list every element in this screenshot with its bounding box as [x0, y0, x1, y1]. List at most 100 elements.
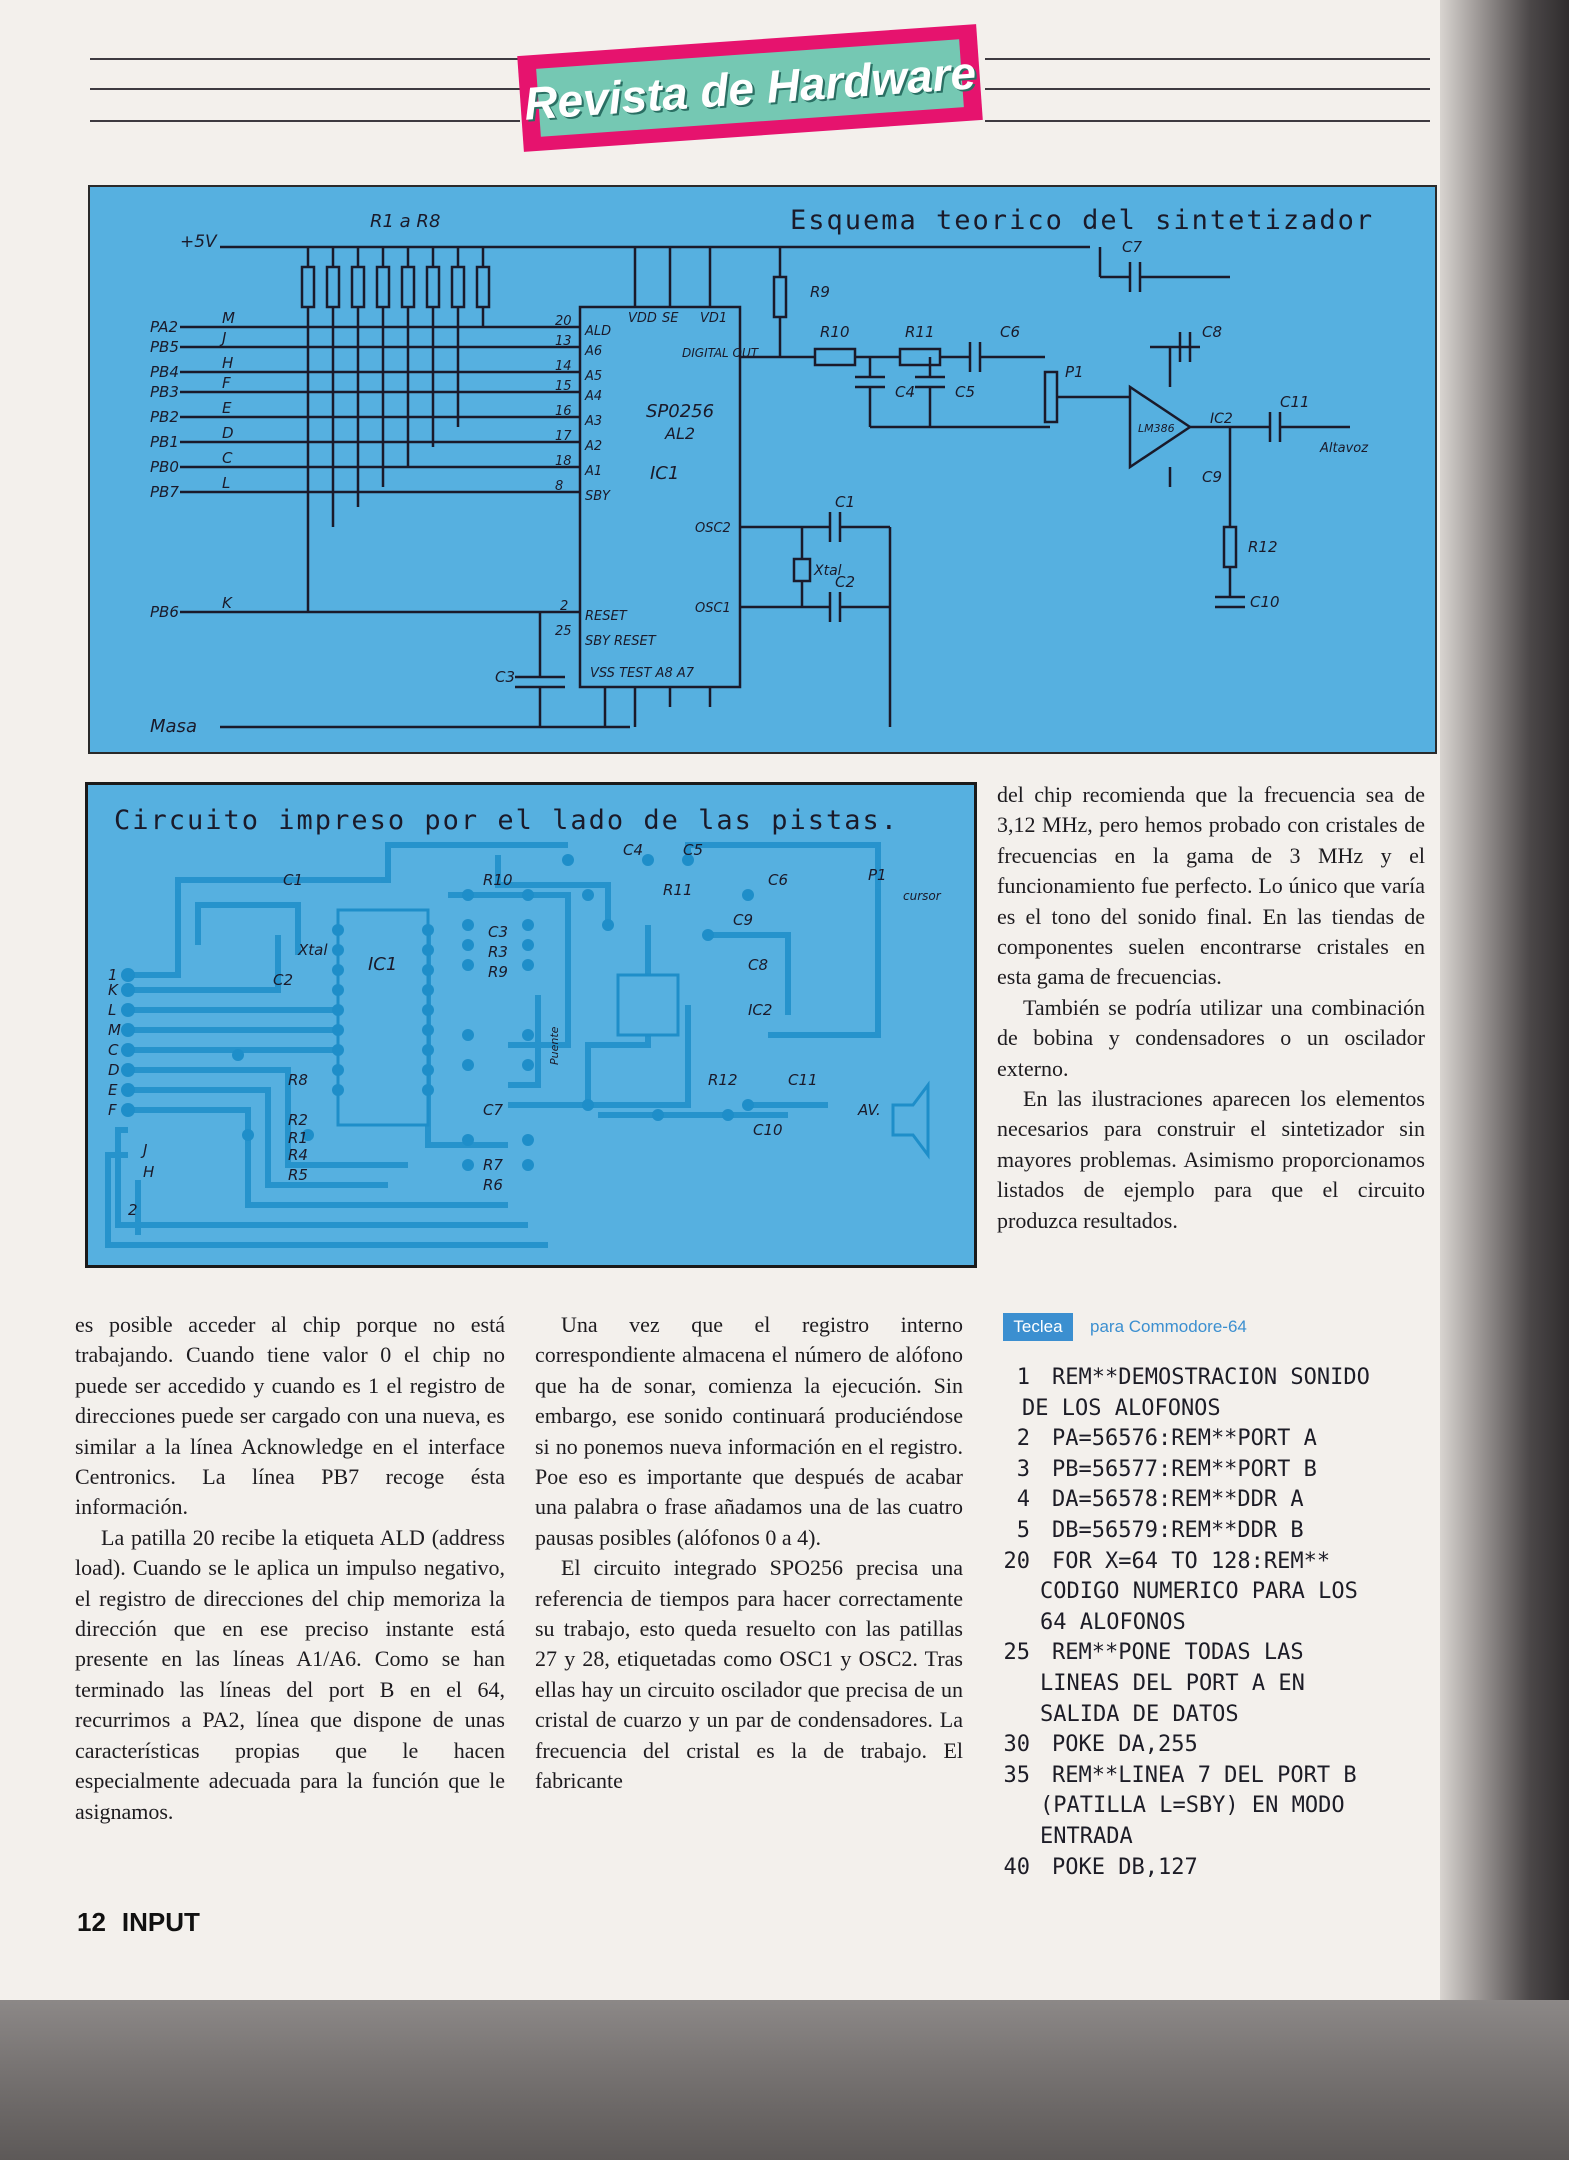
header-rule: [90, 58, 530, 60]
svg-text:R9: R9: [488, 963, 508, 981]
svg-text:C3: C3: [495, 668, 515, 686]
svg-text:PB1: PB1: [150, 433, 179, 451]
line-code: DB=56579:REM**DDR B: [1052, 1517, 1304, 1543]
svg-text:R1 a R8: R1 a R8: [370, 211, 440, 232]
section-banner-inner: Revista de Hardware: [522, 39, 978, 137]
text-column-3: del chip recomienda que la frecuencia se…: [997, 780, 1425, 1236]
amplifier-ic2: [1128, 384, 1193, 470]
page-spine-shadow: [1440, 0, 1569, 2160]
svg-text:14: 14: [555, 359, 572, 374]
line-code: PB=56577:REM**PORT B: [1052, 1456, 1317, 1482]
svg-text:PB3: PB3: [150, 383, 179, 401]
header-rule: [90, 120, 520, 122]
svg-text:VD1: VD1: [700, 311, 727, 326]
svg-text:PB2: PB2: [150, 408, 179, 426]
svg-text:C5: C5: [683, 841, 703, 859]
page-number: 12: [77, 1907, 106, 1937]
text-column-2: Una vez que el registro interno correspo…: [535, 1310, 963, 1797]
svg-text:8: 8: [555, 479, 563, 494]
svg-text:IC1: IC1: [368, 954, 397, 975]
svg-text:IC2: IC2: [748, 1001, 772, 1019]
pcb-drawing: C1 C2 Xtal IC1 R10 C3 R3 R9 R8 R2 R1 R4 …: [105, 841, 942, 1248]
svg-text:20: 20: [555, 314, 572, 329]
svg-text:M: M: [108, 1021, 121, 1039]
line-number: 1: [1016, 1365, 1030, 1390]
paragraph: del chip recomienda que la frecuencia se…: [997, 782, 1425, 990]
line-code: 64 ALOFONOS: [1040, 1609, 1186, 1635]
svg-text:C2: C2: [835, 573, 855, 591]
svg-text:F: F: [222, 374, 231, 392]
svg-text:AL2: AL2: [664, 424, 695, 443]
svg-text:R6: R6: [483, 1176, 503, 1194]
pcb-diagram: Circuito impreso por el lado de las pist…: [85, 782, 977, 1268]
svg-text:A3: A3: [584, 414, 602, 429]
svg-text:K: K: [222, 594, 233, 612]
svg-text:2: 2: [128, 1201, 138, 1219]
code-line-continuation: 64 ALOFONOS: [990, 1608, 1440, 1639]
svg-text:M: M: [222, 309, 235, 327]
svg-text:C: C: [222, 449, 233, 467]
svg-text:C1: C1: [835, 493, 855, 511]
svg-text:17: 17: [555, 429, 572, 444]
svg-text:R3: R3: [488, 943, 508, 961]
line-code: FOR X=64 TO 128:REM**: [1052, 1548, 1331, 1574]
svg-text:PB7: PB7: [150, 483, 179, 501]
svg-text:IC2: IC2: [1210, 411, 1233, 427]
svg-text:L: L: [108, 1001, 116, 1019]
line-code: LINEAS DEL PORT A EN: [1040, 1670, 1305, 1696]
svg-text:OSC1: OSC1: [695, 601, 731, 616]
svg-text:R10: R10: [820, 323, 850, 341]
header-rule: [90, 88, 520, 90]
line-code: ENTRADA: [1040, 1823, 1133, 1849]
svg-text:R12: R12: [1248, 538, 1278, 556]
ic1-chip: [578, 305, 742, 689]
svg-text:A1: A1: [584, 464, 602, 479]
svg-text:Xtal: Xtal: [813, 563, 842, 579]
svg-text:R5: R5: [288, 1166, 308, 1184]
line-code: DE LOS ALOFONOS: [1022, 1395, 1221, 1421]
svg-text:R4: R4: [288, 1146, 308, 1164]
svg-text:OSC2: OSC2: [695, 521, 731, 536]
svg-text:VSS TEST A8 A7: VSS TEST A8 A7: [590, 666, 695, 681]
svg-text:PA2: PA2: [150, 318, 178, 336]
code-line-continuation: ENTRADA: [990, 1822, 1440, 1853]
svg-text:C9: C9: [1202, 468, 1222, 486]
svg-text:+5V: +5V: [180, 232, 218, 252]
paragraph: Una vez que el registro interno correspo…: [535, 1312, 963, 1550]
line-number: 35: [1003, 1762, 1031, 1788]
line-code: PA=56576:REM**PORT A: [1052, 1426, 1317, 1452]
paragraph: También se podría utilizar una combinaci…: [997, 994, 1425, 1081]
svg-text:SBY: SBY: [585, 489, 611, 504]
line-number: 2: [1016, 1426, 1030, 1452]
paragraph: El circuito integrado SPO256 precisa una…: [535, 1555, 963, 1794]
svg-text:R1: R1: [288, 1129, 308, 1147]
line-code: REM**LINEA 7 DEL PORT B: [1052, 1762, 1357, 1788]
svg-text:16: 16: [555, 404, 572, 419]
svg-text:PB5: PB5: [150, 338, 179, 356]
schematic-drawing: +5V R1 a R8 Masa PA2 PB5 PB4 PB3 PB2 PB1…: [150, 211, 1369, 737]
svg-text:25: 25: [555, 624, 572, 639]
svg-text:R2: R2: [288, 1111, 308, 1129]
line-number: 5: [1016, 1517, 1030, 1543]
svg-text:D: D: [108, 1061, 120, 1079]
svg-text:1: 1: [108, 966, 118, 984]
svg-text:PB6: PB6: [150, 603, 179, 621]
code-line-continuation: CODIGO NUMERICO PARA LOS: [990, 1577, 1440, 1608]
svg-text:C6: C6: [1000, 323, 1020, 341]
svg-text:SE: SE: [662, 311, 679, 326]
line-code: DA=56578:REM**DDR A: [1052, 1487, 1304, 1513]
code-line-continuation: DE LOS ALOFONOS: [990, 1394, 1440, 1425]
svg-text:PB0: PB0: [150, 458, 179, 476]
svg-text:R11: R11: [905, 323, 935, 341]
schematic-title: Esquema teorico del sintetizador: [790, 205, 1375, 236]
svg-text:A4: A4: [584, 389, 602, 404]
svg-text:C10: C10: [753, 1121, 783, 1139]
svg-text:A5: A5: [584, 369, 602, 384]
paragraph: es posible acceder al chip porque no est…: [75, 1312, 505, 1520]
svg-text:ALD: ALD: [584, 324, 611, 339]
